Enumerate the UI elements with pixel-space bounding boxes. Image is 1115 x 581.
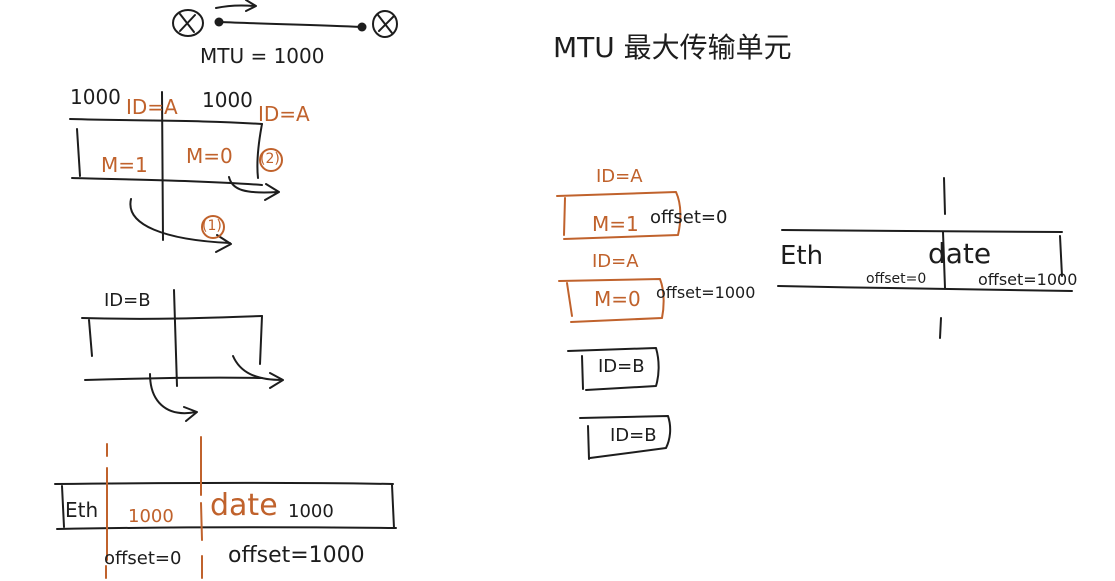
step-1-label: (1) xyxy=(202,218,222,234)
reassembled-split-line xyxy=(939,177,946,339)
bottom-frame-size-1: 1000 xyxy=(128,506,174,527)
reassembled-frame-sketch xyxy=(777,177,1073,339)
fragment-b-left-edge xyxy=(88,319,93,357)
reassembled-date: date xyxy=(928,237,992,270)
left-host-node xyxy=(172,9,204,37)
fragment-a-id-1: ID=A xyxy=(126,95,178,119)
queue-box-3 xyxy=(567,347,660,391)
link-endpoint-left xyxy=(214,17,224,27)
queue-2-offset: offset=1000 xyxy=(656,283,756,302)
queue-1-id: ID=A xyxy=(596,166,643,187)
bottom-frame-sketch xyxy=(54,481,397,530)
fragment-b-arrow-right xyxy=(232,355,284,389)
queue-box-1-left xyxy=(563,197,566,236)
fragment-a-sketch xyxy=(69,91,280,253)
left-host-mark xyxy=(179,13,196,33)
bottom-frame-bottom-line xyxy=(56,526,397,530)
step-2-label: (2) xyxy=(260,151,280,167)
right-host-node xyxy=(372,10,398,38)
fragment-b-top-line xyxy=(81,315,263,320)
queue-boxes-orange xyxy=(556,191,682,323)
fragment-a-size-1: 1000 xyxy=(70,85,121,109)
reassembled-bottom-line xyxy=(777,285,1073,292)
reassembled-offset-2: offset=1000 xyxy=(978,270,1078,289)
fragment-a-mf-1: M=1 xyxy=(101,153,148,177)
queue-1-mf: M=1 xyxy=(592,212,639,236)
queue-1-offset: offset=0 xyxy=(650,207,728,228)
fragment-a-arrow-1 xyxy=(129,198,232,253)
queue-2-id: ID=A xyxy=(592,251,639,272)
fragment-a-size-2: 1000 xyxy=(202,88,253,112)
bottom-frame-top-line xyxy=(54,481,394,485)
reassembled-eth: Eth xyxy=(780,241,824,271)
fragment-a-mf-2: M=0 xyxy=(186,144,233,168)
fragment-a-bottom-line xyxy=(71,177,263,186)
fragment-a-left-edge xyxy=(76,128,81,177)
bottom-frame-size-2: 1000 xyxy=(288,501,334,522)
bottom-frame-right-edge xyxy=(391,484,395,529)
fragment-a-top-line xyxy=(69,118,263,125)
fragment-b-sketch xyxy=(81,289,284,422)
bottom-frame-offset-2: offset=1000 xyxy=(228,543,365,568)
fragment-b-bottom-line xyxy=(84,376,263,381)
bottom-frame-left-edge xyxy=(61,485,65,528)
bottom-frame-dividers xyxy=(105,436,203,579)
fragment-b-arrow-down xyxy=(149,373,198,422)
fragment-a-split-line xyxy=(161,91,164,241)
link-endpoint-right xyxy=(357,22,367,32)
right-host-mark xyxy=(377,14,395,34)
divider-offset-1000 xyxy=(200,436,203,579)
divider-offset-0 xyxy=(105,443,108,579)
queue-boxes-black xyxy=(567,347,672,460)
bottom-frame-eth: Eth xyxy=(65,498,99,522)
link-line xyxy=(218,21,363,28)
reassembled-offset-1: offset=0 xyxy=(866,271,927,287)
bottom-frame-offset-1: offset=0 xyxy=(104,548,182,569)
reassembled-top-line xyxy=(781,229,1063,233)
step-2-circle xyxy=(259,148,283,172)
fragment-b-split-line xyxy=(173,289,178,387)
fragment-b-id: ID=B xyxy=(104,290,151,311)
reassembled-right-edge xyxy=(1059,235,1063,277)
diagram-title: MTU 最大传输单元 xyxy=(553,31,792,64)
fragment-a-circles xyxy=(201,148,283,239)
queue-4-id: ID=B xyxy=(610,425,657,446)
queue-box-4 xyxy=(579,415,672,459)
bottom-frame-date: date xyxy=(210,488,278,523)
queue-box-4-left xyxy=(587,425,590,460)
fragment-a-id-2: ID=A xyxy=(258,102,310,126)
queue-2-mf: M=0 xyxy=(594,287,641,311)
fragment-b-right-edge xyxy=(259,315,263,365)
link-direction-arrow xyxy=(215,0,257,12)
queue-box-3-left xyxy=(581,355,584,390)
fragment-a-right-edge xyxy=(256,123,263,179)
mtu-label: MTU = 1000 xyxy=(200,44,325,68)
host-to-host-link xyxy=(172,0,398,38)
queue-box-1 xyxy=(556,191,682,240)
fragment-a-arrow-2 xyxy=(228,176,280,201)
queue-box-2-left xyxy=(566,282,573,317)
step-1-circle xyxy=(201,215,225,239)
queue-box-2 xyxy=(558,278,665,323)
queue-3-id: ID=B xyxy=(598,356,645,377)
